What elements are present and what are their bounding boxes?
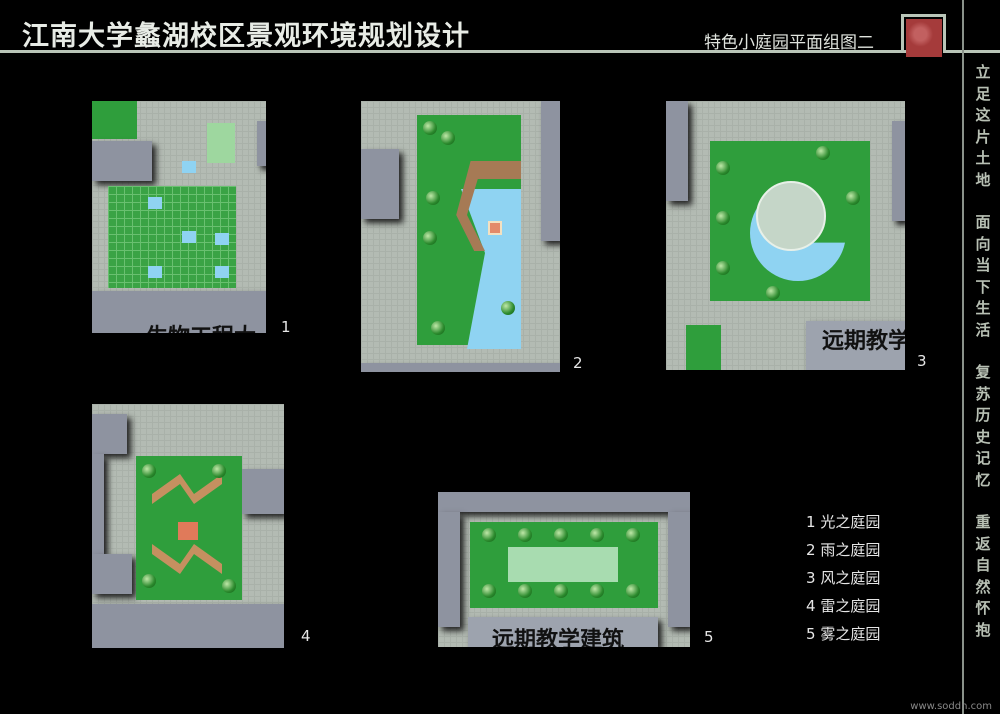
board-subtitle: 特色小庭园平面组图二 (704, 33, 874, 53)
poem-line: 立足这片土地 (975, 63, 991, 189)
legend-item: 4 雷之庭园 (806, 595, 880, 616)
plan-number: 3 (917, 352, 927, 370)
garden-plan-5: 远期教学建筑 (438, 492, 690, 647)
legend-name: 风之庭园 (820, 569, 881, 587)
poem-line: 复苏历史记忆 (975, 363, 991, 489)
legend-name: 雨之庭园 (820, 541, 881, 559)
plan-number: 5 (704, 628, 714, 646)
legend-name: 光之庭园 (820, 513, 881, 531)
legend-name: 雾之庭园 (820, 625, 881, 643)
vertical-divider (962, 0, 964, 714)
header-divider (0, 50, 906, 53)
legend-number: 2 (806, 541, 816, 559)
legend-name: 雷之庭园 (820, 597, 881, 615)
legend-number: 4 (806, 597, 816, 615)
legend-item: 2 雨之庭园 (806, 539, 880, 560)
garden-plan-2 (361, 101, 560, 372)
plan-number: 2 (573, 354, 583, 372)
board-title: 江南大学蠡湖校区景观环境规划设计 (22, 21, 470, 52)
building-label: 远期教学 (822, 329, 905, 354)
seal-frame (901, 14, 946, 53)
vertical-poem: 立足这片土地面向当下生活复苏历史记忆重返自然怀抱 (970, 62, 996, 662)
plan-number: 4 (301, 627, 311, 645)
poem-line: 面向当下生活 (975, 213, 991, 339)
poem-line: 重返自然怀抱 (975, 513, 991, 639)
legend-item: 1 光之庭园 (806, 511, 880, 532)
building-label: 远期教学建筑 (492, 628, 625, 647)
building-label: 生物工程大 (146, 319, 256, 333)
legend-number: 1 (806, 513, 816, 531)
legend-number: 5 (806, 625, 816, 643)
garden-plan-3: 远期教学 (666, 101, 905, 370)
garden-plan-4 (92, 404, 284, 648)
legend-item: 5 雾之庭园 (806, 623, 880, 644)
header-divider-right (944, 50, 1000, 53)
watermark-url: www.soddn.com (910, 701, 992, 712)
plan-number: 1 (281, 318, 291, 336)
garden-plan-1: 生物工程大 (92, 101, 266, 333)
legend-number: 3 (806, 569, 816, 587)
legend-item: 3 风之庭园 (806, 567, 880, 588)
red-seal-stamp (906, 19, 942, 57)
